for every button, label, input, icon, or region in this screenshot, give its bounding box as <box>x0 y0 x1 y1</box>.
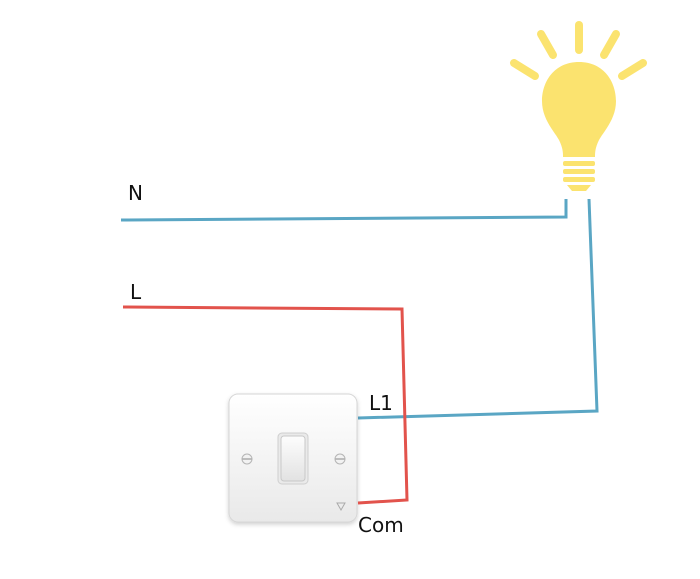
light-switch-icon <box>228 393 358 523</box>
neutral-wire <box>120 199 568 222</box>
bulb-base-ring <box>563 177 595 182</box>
bulb-base-ring <box>563 169 595 174</box>
switched-live-wire <box>357 198 599 420</box>
screw-icon <box>241 453 253 465</box>
bulb-ray <box>510 59 539 80</box>
switch-rocker <box>280 435 306 482</box>
neutral-label: N <box>128 181 143 205</box>
switch-l1-label: L1 <box>369 391 393 415</box>
live-label: L <box>130 280 142 304</box>
live-wire <box>122 305 409 505</box>
switch-indicator-mark <box>336 502 346 512</box>
bulb-rays <box>510 21 647 80</box>
screw-icon <box>334 453 346 465</box>
bulb-ray <box>537 30 557 59</box>
switch-com-label: Com <box>358 513 404 537</box>
bulb-glass <box>542 62 616 157</box>
bulb-ray <box>600 30 620 59</box>
bulb-ray <box>618 59 647 80</box>
bulb-base-ring <box>563 161 595 166</box>
light-bulb-icon <box>510 21 647 191</box>
bulb-tip <box>567 185 591 191</box>
